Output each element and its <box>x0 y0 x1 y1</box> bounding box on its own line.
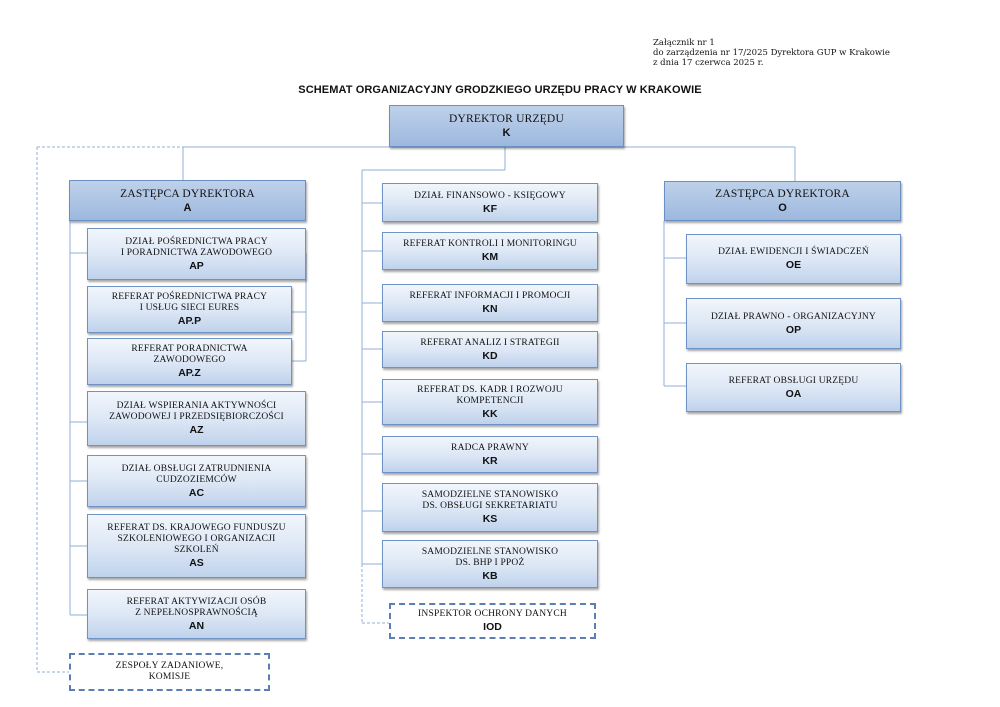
deputy-director-a-box: ZASTĘPCA DYREKTORA A <box>69 180 306 221</box>
attachment-note-line: z dnia 17 czerwca 2025 r. <box>653 58 764 68</box>
unit-code: AN <box>188 619 205 632</box>
unit-code: IOD <box>483 621 502 633</box>
unit-code: KF <box>483 202 497 215</box>
deputy-director-o-box: ZASTĘPCA DYREKTORA O <box>664 181 901 221</box>
unit-code: O <box>778 202 787 214</box>
unit-km: REFERAT KONTROLI I MONITORINGU KM <box>382 232 598 270</box>
unit-name: DZIAŁ EWIDENCJI I ŚWIADCZEŃ <box>718 247 869 257</box>
data-protection-inspector-box: INSPEKTOR OCHRONY DANYCH IOD <box>389 603 596 639</box>
unit-name: DZIAŁ FINANSOWO - KSIĘGOWY <box>414 190 566 201</box>
unit-kr: RADCA PRAWNY KR <box>382 436 598 473</box>
unit-name: DZIAŁ PRAWNO - ORGANIZACYJNY <box>710 311 876 322</box>
unit-code: KM <box>481 251 499 263</box>
unit-code: AC <box>188 486 205 499</box>
unit-code: AP.Z <box>178 367 201 379</box>
unit-code: KS <box>482 513 498 525</box>
task-teams-box: ZESPOŁY ZADANIOWE,KOMISJE <box>69 653 270 691</box>
unit-code: OE <box>785 259 802 271</box>
unit-code: KR <box>482 454 498 467</box>
unit-op: DZIAŁ PRAWNO - ORGANIZACYJNY OP <box>686 298 901 349</box>
unit-oe: DZIAŁ EWIDENCJI I ŚWIADCZEŃ OE <box>686 234 901 284</box>
unit-name: ZASTĘPCA DYREKTORA <box>120 187 255 200</box>
unit-code: KD <box>482 349 498 362</box>
unit-name: ZASTĘPCA DYREKTORA <box>715 188 850 200</box>
unit-code: A <box>183 201 192 214</box>
unit-kn: REFERAT INFORMACJI I PROMOCJI KN <box>382 284 598 322</box>
unit-code: K <box>502 127 511 139</box>
unit-kf: DZIAŁ FINANSOWO - KSIĘGOWY KF <box>382 183 598 222</box>
unit-code: OP <box>785 323 802 336</box>
unit-oa: REFERAT OBSŁUGI URZĘDU OA <box>686 363 901 412</box>
unit-kd: REFERAT ANALIZ I STRATEGII KD <box>382 331 598 368</box>
unit-name: ZESPOŁY ZADANIOWE,KOMISJE <box>115 661 224 682</box>
unit-code: AZ <box>189 424 204 436</box>
director-box: DYREKTOR URZĘDU K <box>389 105 624 147</box>
unit-code: KN <box>482 303 498 315</box>
unit-name: REFERAT ANALIZ I STRATEGII <box>420 337 560 348</box>
attachment-note-line: do zarządzenia nr 17/2025 Dyrektora GUP … <box>653 48 890 58</box>
unit-name: REFERAT KONTROLI I MONITORINGU <box>403 239 577 249</box>
unit-code: KB <box>482 569 498 582</box>
unit-name: RADCA PRAWNY <box>451 442 529 453</box>
unit-name: INSPEKTOR OCHRONY DANYCH <box>418 609 567 619</box>
unit-name: REFERAT INFORMACJI I PROMOCJI <box>409 291 571 301</box>
unit-code: KK <box>482 407 498 420</box>
chart-title: SCHEMAT ORGANIZACYJNY GRODZKIEGO URZĘDU … <box>298 84 702 96</box>
unit-name: DYREKTOR URZĘDU <box>449 113 564 125</box>
unit-code: AP.P <box>177 315 202 327</box>
attachment-note: Załącznik nr 1 do zarządzenia nr 17/2025… <box>653 38 890 68</box>
attachment-note-line: Załącznik nr 1 <box>653 38 715 48</box>
unit-code: AP <box>189 259 204 272</box>
unit-code: AS <box>189 557 204 569</box>
unit-code: OA <box>785 387 802 400</box>
unit-name: REFERAT OBSŁUGI URZĘDU <box>728 375 859 386</box>
